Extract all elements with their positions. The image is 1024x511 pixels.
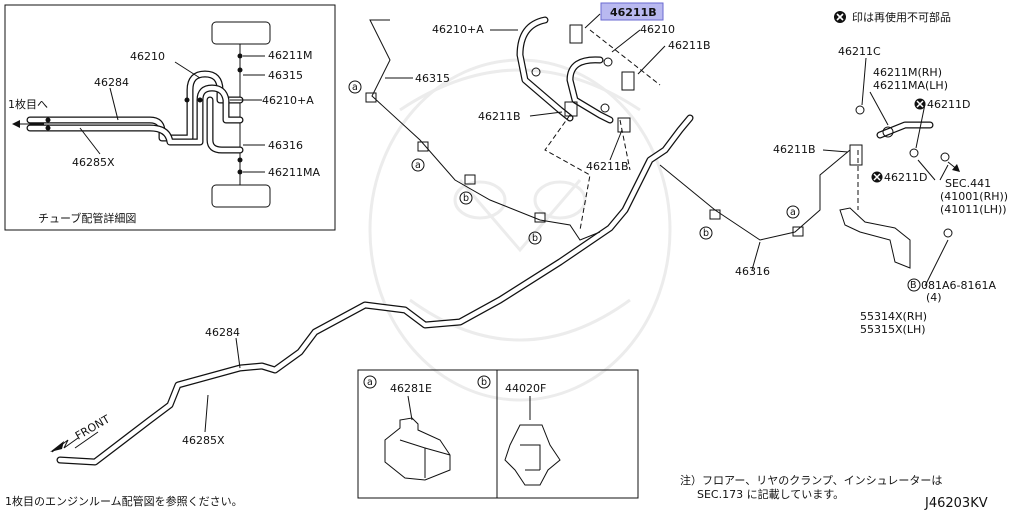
inset-caption: チューブ配管詳細図 — [38, 211, 136, 225]
non-reusable-icon — [914, 98, 926, 110]
footnote-right-2: SEC.173 に記載しています。 — [697, 487, 844, 501]
svg-text:b: b — [532, 233, 538, 244]
svg-text:a: a — [790, 207, 796, 218]
label-46211m-rh[interactable]: 46211M(RH) — [873, 66, 942, 79]
inset-arrow-text: 1枚目へ — [8, 97, 48, 111]
inset-label-46211m: 46211M — [268, 49, 312, 62]
notice-text: 印は再使用不可部品 — [852, 10, 951, 24]
label-46316[interactable]: 46316 — [735, 265, 770, 278]
label-41011: (41011(LH)) — [940, 203, 1007, 216]
svg-text:a: a — [352, 82, 358, 93]
svg-text:B: B — [910, 280, 917, 291]
label-46211d-2[interactable]: 46211D — [884, 171, 927, 184]
inset-label-46211ma: 46211MA — [268, 166, 320, 179]
inset-label-46210: 46210 — [130, 50, 165, 63]
label-bolt[interactable]: 081A6-8161A — [921, 279, 996, 292]
label-46211c[interactable]: 46211C — [838, 45, 881, 58]
inset-label-46316: 46316 — [268, 139, 303, 152]
label-46211d-1[interactable]: 46211D — [927, 98, 970, 111]
tube-clips — [365, 24, 953, 238]
bracket-55314x — [839, 207, 911, 269]
label-46315[interactable]: 46315 — [415, 72, 450, 85]
label-46210[interactable]: 46210 — [640, 23, 675, 36]
front-arrow-icon — [50, 431, 99, 453]
inset-label-46285x: 46285X — [72, 156, 115, 169]
footnote-right-1: 注）フロアー、リヤのクランプ、インシュレーターは — [680, 473, 942, 487]
front-label: FRONT — [73, 412, 112, 442]
non-reusable-icon — [834, 11, 846, 23]
svg-text:b: b — [463, 193, 469, 204]
svg-text:b: b — [481, 377, 487, 388]
label-46211b-2[interactable]: 46211B — [478, 110, 521, 123]
inset-label-46315: 46315 — [268, 69, 303, 82]
leader-lines — [204, 13, 949, 433]
label-46211b-1[interactable]: 46211B — [668, 39, 711, 52]
label-46210a[interactable]: 46210+A — [432, 23, 484, 36]
clip-a-drawing — [384, 417, 451, 481]
footnote-left: 1枚目のエンジンルーム配管図を参照ください。 — [5, 494, 243, 508]
upper-tire — [211, 21, 271, 45]
label-46285x[interactable]: 46285X — [182, 434, 225, 447]
label-55315x[interactable]: 55315X(LH) — [860, 323, 926, 336]
diagram-code: J46203KV — [924, 496, 988, 511]
label-46211b-highlight[interactable]: 46211B — [610, 6, 657, 19]
label-46211b-4[interactable]: 46211B — [773, 143, 816, 156]
inset-detail: 1枚目へ 46210 46211M 46315 46210+A 46284 46… — [4, 4, 336, 231]
part-label-b[interactable]: 44020F — [505, 382, 546, 395]
sec-arrow-icon — [952, 164, 960, 172]
label-46211b-3[interactable]: 46211B — [586, 160, 629, 173]
label-sec441[interactable]: SEC.441 — [945, 177, 991, 190]
label-55314x[interactable]: 55314X(RH) — [860, 310, 927, 323]
label-bolt-qty: (4) — [926, 291, 942, 304]
inset-label-46210a: 46210+A — [262, 94, 314, 107]
label-41001: (41001(RH)) — [940, 190, 1008, 203]
inset-label-46284: 46284 — [94, 76, 129, 89]
part-label-a[interactable]: 46281E — [390, 382, 432, 395]
lower-tire — [211, 184, 271, 208]
ab-markers: a a b b b a — [348, 80, 800, 245]
clip-b-drawing — [504, 424, 561, 486]
label-46211ma-lh[interactable]: 46211MA(LH) — [873, 79, 948, 92]
svg-text:a: a — [415, 160, 421, 171]
bolt-marker — [907, 278, 921, 292]
svg-text:b: b — [703, 228, 709, 239]
svg-text:a: a — [367, 377, 373, 388]
parts-box: a 46281E b 44020F — [357, 369, 639, 499]
parts-box-frame — [357, 369, 639, 499]
label-46284[interactable]: 46284 — [205, 326, 240, 339]
main-tubes — [56, 16, 934, 466]
inset-frame — [4, 4, 336, 231]
non-reusable-icon — [871, 171, 883, 183]
highlight-46211b — [600, 2, 664, 21]
